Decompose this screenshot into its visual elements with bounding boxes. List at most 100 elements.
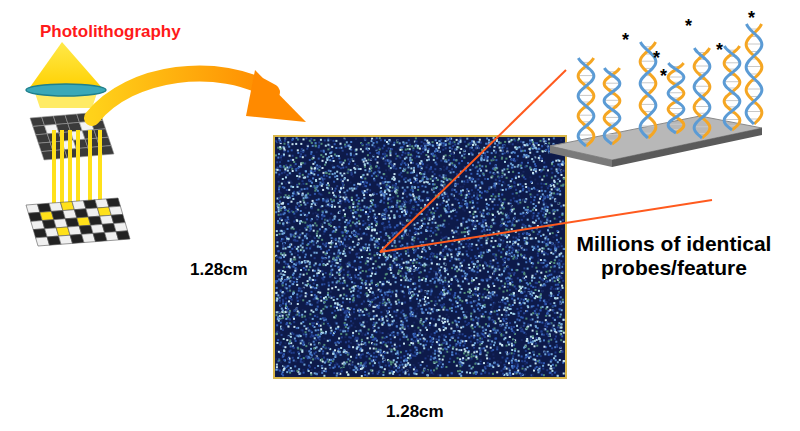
feature-dot [470,215,472,217]
feature-dot [485,143,487,145]
feature-dot [325,272,327,274]
feature-dot [559,351,561,353]
feature-dot [330,225,332,227]
feature-dot [277,241,279,243]
feature-dot [544,284,546,286]
feature-dot [475,187,477,189]
feature-dot [314,287,316,289]
feature-dot [430,370,432,372]
feature-dot [410,262,412,264]
feature-dot [424,158,426,160]
feature-dot [440,189,442,191]
feature-dot [300,214,302,216]
feature-dot [545,271,547,273]
feature-dot [504,152,506,154]
feature-dot [534,179,536,181]
feature-dot [403,367,405,369]
feature-dot [501,194,503,196]
feature-dot [279,169,281,171]
feature-dot [435,162,437,164]
feature-dot [427,297,429,299]
feature-dot [476,304,478,306]
feature-dot [547,242,549,244]
feature-dot [553,277,555,279]
feature-dot [468,264,470,266]
feature-dot [487,178,489,180]
feature-dot [284,271,286,273]
feature-dot [310,254,312,256]
feature-dot [454,144,456,146]
feature-dot [278,214,280,216]
feature-dot [460,157,462,159]
feature-dot [428,349,430,351]
feature-dot [436,253,438,255]
feature-dot [323,283,325,285]
feature-dot [550,297,552,299]
feature-dot [492,214,494,216]
feature-dot [469,368,471,370]
feature-dot [444,277,446,279]
feature-dot [455,353,457,355]
feature-dot [365,160,367,162]
feature-dot [555,336,557,338]
feature-dot [511,178,513,180]
feature-dot [345,236,347,238]
light-ray [88,130,92,208]
feature-dot [426,191,428,193]
feature-dot [448,206,450,208]
feature-dot [460,148,462,150]
feature-dot [417,247,419,249]
feature-dot [408,235,410,237]
feature-dot [462,208,464,210]
feature-dot [335,188,337,190]
feature-dot [548,138,550,140]
feature-dot [510,199,512,201]
feature-dot [556,312,558,314]
feature-dot [424,204,426,206]
feature-dot [507,300,509,302]
feature-dot [406,277,408,279]
feature-dot [378,319,380,321]
feature-dot [390,304,392,306]
feature-dot [302,309,304,311]
feature-dot [560,339,562,341]
feature-dot [390,350,392,352]
feature-dot [504,286,506,288]
feature-dot [306,303,308,305]
feature-dot [285,138,287,140]
feature-dot [441,176,443,178]
feature-dot [479,310,481,312]
feature-dot [306,218,308,220]
feature-dot [344,213,346,215]
feature-dot [297,357,299,359]
feature-dot [515,288,517,290]
feature-dot [391,232,393,234]
feature-dot [490,347,492,349]
feature-dot [466,250,468,252]
wafer-cell [114,223,128,232]
feature-dot [470,257,472,259]
feature-dot [432,232,434,234]
feature-dot [342,184,344,186]
feature-dot [455,275,457,277]
feature-dot [553,357,555,359]
feature-dot [474,263,476,265]
feature-dot [369,184,371,186]
feature-dot [336,262,338,264]
feature-dot [400,357,402,359]
feature-dot [524,254,526,256]
feature-dot [507,286,509,288]
feature-dot [479,175,481,177]
wafer-cell [107,198,121,207]
feature-dot [562,287,564,289]
feature-dot [482,219,484,221]
feature-dot [481,155,483,157]
feature-dot [430,178,432,180]
feature-dot [287,160,289,162]
feature-dot [401,369,403,371]
feature-dot [503,334,505,336]
feature-dot [468,283,470,285]
feature-dot [311,294,313,296]
feature-dot [405,193,407,195]
feature-dot [326,187,328,189]
